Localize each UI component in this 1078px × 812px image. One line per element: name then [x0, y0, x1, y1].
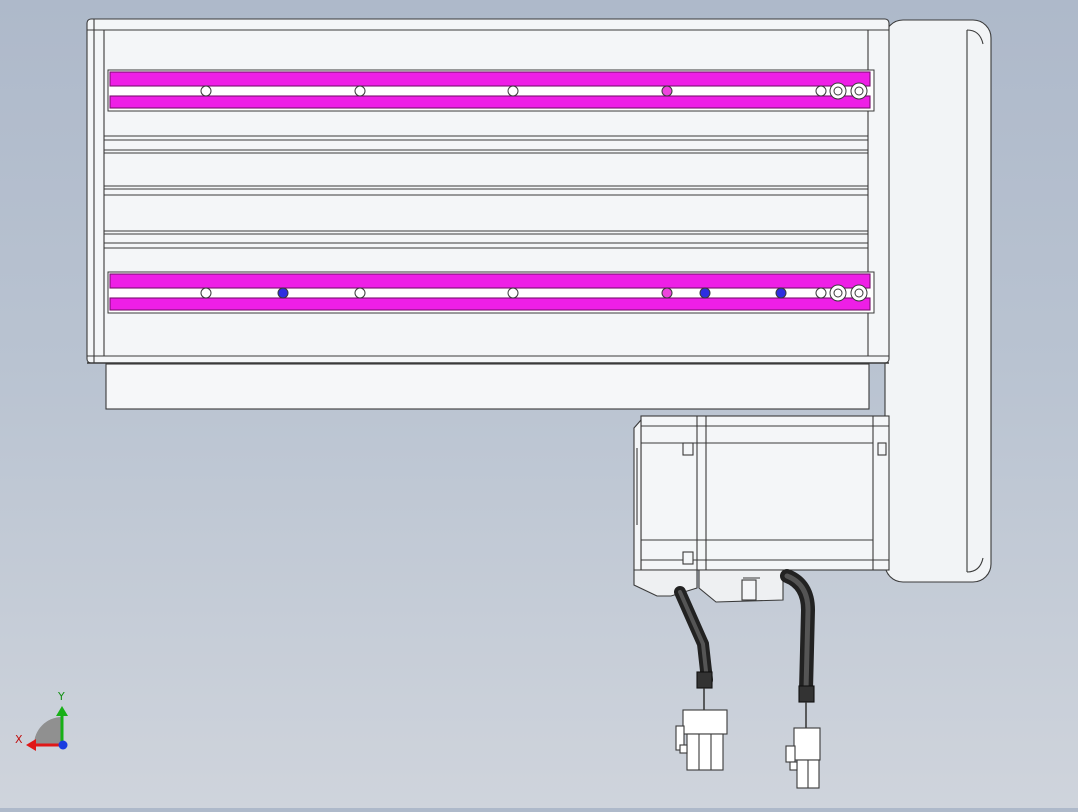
triad-plane-patch [34, 717, 62, 745]
top-mounting-slot [107, 69, 875, 112]
x-axis-label: X [15, 733, 23, 746]
encoder-connector [675, 709, 728, 771]
actuator-assembly [86, 18, 992, 789]
z-axis-dot [58, 740, 68, 750]
bottom-slot-holes [200, 284, 868, 302]
power-connector [785, 727, 821, 789]
top-slot-holes [200, 82, 868, 100]
view-orientation-triad[interactable]: X Y [15, 690, 68, 751]
servo-motor [633, 415, 890, 603]
y-axis-arrowhead [56, 706, 68, 716]
x-axis-arrowhead [26, 739, 36, 751]
power-cable [780, 569, 821, 789]
y-axis-label: Y [57, 690, 65, 703]
encoder-cable [674, 586, 728, 771]
bottom-mounting-slot [107, 271, 875, 314]
motor-end-cap [884, 19, 992, 583]
